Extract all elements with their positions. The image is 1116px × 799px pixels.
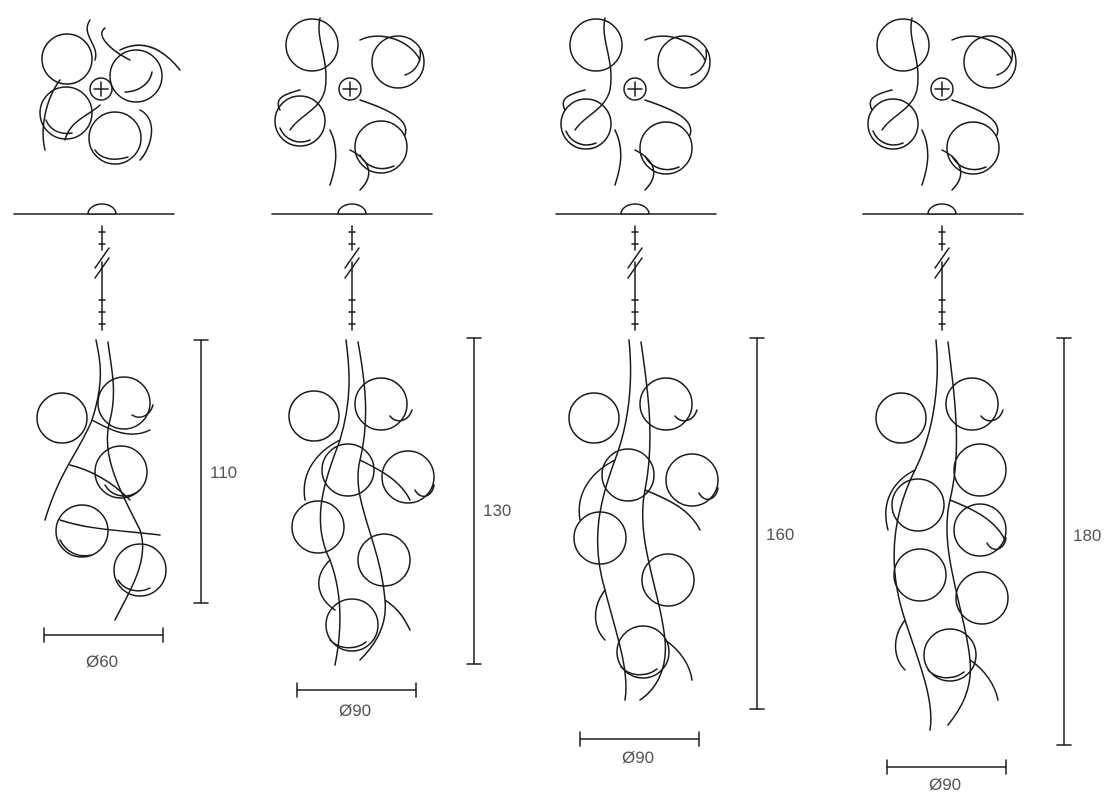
diameter-dimension-4 [886,759,1007,775]
height-label-4: 180 [1073,526,1102,545]
height-dimension-1 [193,339,209,604]
diameter-dimension-2 [296,682,417,698]
side-view-3 [568,203,719,701]
height-label-3: 160 [766,525,795,544]
height-dimension-2 [466,337,482,665]
diameter-label-4: Ø90 [929,775,962,794]
side-view-4 [875,203,1009,731]
top-view-3 [560,17,711,191]
top-view-2 [274,17,425,191]
variant-2 [271,17,482,698]
diameter-dimension-1 [43,627,164,643]
diameter-dimension-3 [579,731,700,747]
height-label-1: 110 [210,463,238,482]
height-dimension-4 [1056,337,1072,746]
variant-4 [862,17,1072,775]
diameter-label-2: Ø90 [339,701,372,720]
diameter-label-3: Ø90 [622,748,655,767]
top-view-1 [39,19,181,165]
variant-1 [13,19,209,643]
variant-3 [555,17,765,747]
height-dimension-3 [749,337,765,710]
diameter-label-1: Ø60 [86,652,119,671]
side-view-1 [36,203,167,621]
height-label-2: 130 [483,501,512,520]
top-view-4 [867,17,1017,191]
side-view-2 [288,203,435,666]
